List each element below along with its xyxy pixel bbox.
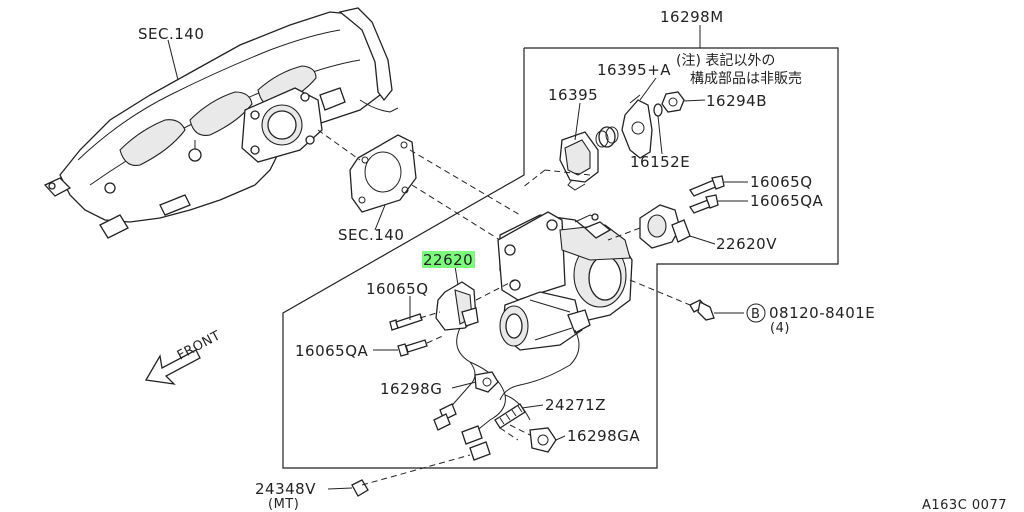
- label-24348V-note: (MT): [268, 497, 299, 512]
- label-16152E: 16152E: [630, 153, 690, 171]
- label-16395: 16395: [548, 86, 598, 104]
- clip-16298GA: [529, 427, 557, 453]
- bolt-16065Q-left: [389, 313, 423, 331]
- label-bolt-qty: (4): [770, 321, 790, 336]
- label-16298M: 16298M: [660, 8, 724, 26]
- label-16298GA: 16298GA: [567, 427, 640, 445]
- label-sec140-mid: SEC.140: [338, 226, 404, 244]
- throttle-motor: [499, 291, 591, 351]
- bolt-circle-marker: [746, 303, 766, 323]
- manifold-throttle-flange: [241, 87, 323, 163]
- washer-16152E: [653, 103, 663, 117]
- nut-16294B: [661, 91, 685, 113]
- return-spring: [595, 126, 619, 148]
- bolt-16065QA-right: [689, 194, 719, 214]
- label-16298G: 16298G: [380, 380, 442, 398]
- bolt-16065QA-left: [397, 339, 428, 357]
- label-24271Z: 24271Z: [545, 396, 606, 414]
- label-16065Q-right: 16065Q: [750, 173, 813, 191]
- label-note-line2: 構成部品は非販売: [690, 71, 802, 87]
- label-sec140-top: SEC.140: [138, 25, 204, 43]
- connector-24348V: [351, 479, 369, 497]
- assembly-box-16298M: [282, 25, 839, 469]
- throttle-gasket: [349, 134, 417, 213]
- label-bolt-circle: B: [751, 307, 760, 322]
- bolt-08120-8401E: [689, 299, 715, 321]
- label-16065QA-right: 16065QA: [750, 192, 824, 210]
- label-bolt-code: 08120-8401E: [769, 304, 875, 322]
- throttle-body: [497, 211, 633, 323]
- clip-16298G: [474, 371, 499, 393]
- label-22620-highlight: [422, 251, 475, 268]
- throttle-sensor-16395: [559, 131, 599, 191]
- intake-manifold: [43, 7, 399, 239]
- front-arrow-icon: [144, 349, 201, 385]
- label-22620: 22620: [423, 251, 473, 269]
- tube-24271Z: [494, 403, 526, 429]
- label-16294B: 16294B: [706, 92, 767, 110]
- label-22620V: 22620V: [716, 235, 777, 253]
- label-note-line1: (注) 表記以外の: [676, 52, 775, 69]
- label-16065QA-left: 16065QA: [295, 342, 369, 360]
- label-figure-code: A163C 0077: [922, 498, 1007, 512]
- lever-plate-16395A: [621, 94, 653, 159]
- sensor-22620: [435, 281, 479, 331]
- label-24348V: 24348V: [255, 480, 316, 498]
- label-16065Q-left: 16065Q: [366, 280, 429, 298]
- label-16395A: 16395+A: [597, 61, 671, 79]
- wiring-harness: [433, 327, 580, 461]
- bolt-16065Q-right: [689, 175, 725, 197]
- sensor-22620V: [639, 204, 691, 249]
